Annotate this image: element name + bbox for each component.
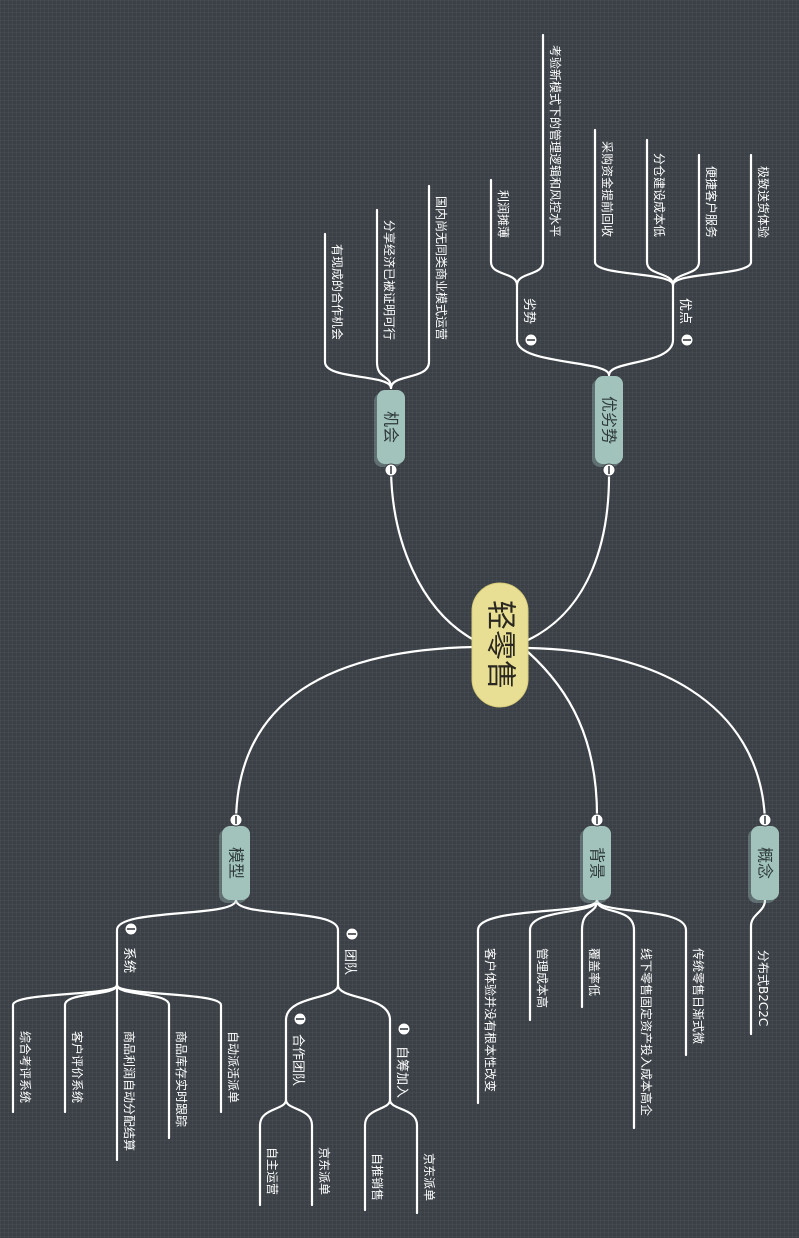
subtopic-lieshi[interactable]: 劣势 [521, 298, 537, 324]
topic-node-moxing[interactable]: 模型 [219, 826, 250, 903]
root-label: 轻零售 [483, 600, 518, 690]
topic-node-beijing[interactable]: 背景 [580, 826, 611, 903]
leaf-xitong-5[interactable]: 综合考评系统 [18, 1031, 33, 1103]
leaf-zichou-2[interactable]: 自推销售 [370, 1153, 385, 1201]
topic-label-youlieshi: 优劣势 [600, 396, 619, 444]
topic-label-jihui: 机会 [382, 411, 401, 443]
root-node[interactable]: 轻零售 [471, 582, 529, 708]
topic-node-jihui[interactable]: 机会 [374, 390, 405, 467]
leaf-jihui-3[interactable]: 有现成的合作机会 [330, 244, 345, 340]
collapse-toggle-tuandui[interactable] [345, 927, 359, 941]
leaf-jihui-2[interactable]: 分享经济已被证明可行 [382, 220, 397, 340]
leaf-xitong-1[interactable]: 自动派活派单 [226, 1031, 240, 1103]
leaf-xitong-3[interactable]: 商品利润自动分配结算 [122, 1031, 137, 1151]
collapse-toggle-youdian[interactable] [680, 333, 694, 347]
subtopic-tuandui[interactable]: 团队 [342, 949, 357, 975]
topic-node-gainian[interactable]: 概念 [748, 826, 779, 903]
leaf-zichou-1[interactable]: 京东派单 [422, 1153, 436, 1201]
topic-label-moxing: 模型 [227, 847, 246, 879]
subtopic-hezuo[interactable]: 合作团队 [290, 1034, 305, 1086]
leaf-beijing-4[interactable]: 管理成本高 [535, 948, 550, 1008]
leaf-xitong-4[interactable]: 客户评价系统 [70, 1031, 85, 1103]
subtopic-zichou[interactable]: 自筹加入 [394, 1046, 410, 1098]
leaf-beijing-3[interactable]: 覆盖率低 [587, 948, 602, 996]
collapse-toggle-lieshi[interactable] [524, 333, 538, 347]
topic-label-beijing: 背景 [588, 847, 607, 879]
leaf-lieshi-2[interactable]: 利润摊薄 [496, 190, 511, 238]
leaf-jihui-1[interactable]: 国内尚无同类商业模式运营 [434, 196, 449, 340]
leaf-beijing-1[interactable]: 传统零售日渐式微 [691, 948, 706, 1044]
collapse-toggle-gainian[interactable] [758, 813, 772, 827]
leaf-gainian-1[interactable]: 分布式B2C2C [756, 950, 770, 1026]
topic-label-gainian: 概念 [756, 847, 775, 879]
leaf-lieshi-1[interactable]: 考验新模式下的管理逻辑和风控水平 [548, 45, 563, 237]
collapse-toggle-jihui[interactable] [384, 463, 398, 477]
collapse-toggle-zichou[interactable] [397, 1022, 411, 1036]
collapse-toggle-hezuo[interactable] [293, 1012, 307, 1026]
leaf-xitong-2[interactable]: 商品库存实时跟踪 [174, 1031, 189, 1127]
collapse-toggle-moxing[interactable] [229, 813, 243, 827]
topic-node-youlieshi[interactable]: 优劣势 [592, 376, 623, 467]
leaf-youdian-3[interactable]: 分仓建设成本低 [652, 153, 666, 237]
subtopic-youdian[interactable]: 优点 [677, 298, 692, 324]
connector-lines [11, 33, 767, 1215]
leaf-youdian-2[interactable]: 便捷客户服务 [704, 166, 719, 238]
leaf-beijing-2[interactable]: 线下零售固定资产投入成本高企 [639, 948, 654, 1116]
collapse-toggle-youlieshi[interactable] [602, 463, 616, 477]
leaf-beijing-5[interactable]: 客户体验并没有根本性改变 [483, 948, 498, 1092]
subtopic-xitong[interactable]: 系统 [121, 947, 136, 973]
leaf-youdian-4[interactable]: 采购资金提前回收 [600, 141, 615, 237]
leaf-hezuo-1[interactable]: 京东派单 [317, 1147, 331, 1195]
collapse-toggle-xitong[interactable] [124, 922, 138, 936]
leaf-hezuo-2[interactable]: 自主运营 [265, 1147, 279, 1195]
collapse-toggle-beijing[interactable] [590, 813, 604, 827]
leaf-youdian-1[interactable]: 极致送货体验 [756, 166, 771, 238]
